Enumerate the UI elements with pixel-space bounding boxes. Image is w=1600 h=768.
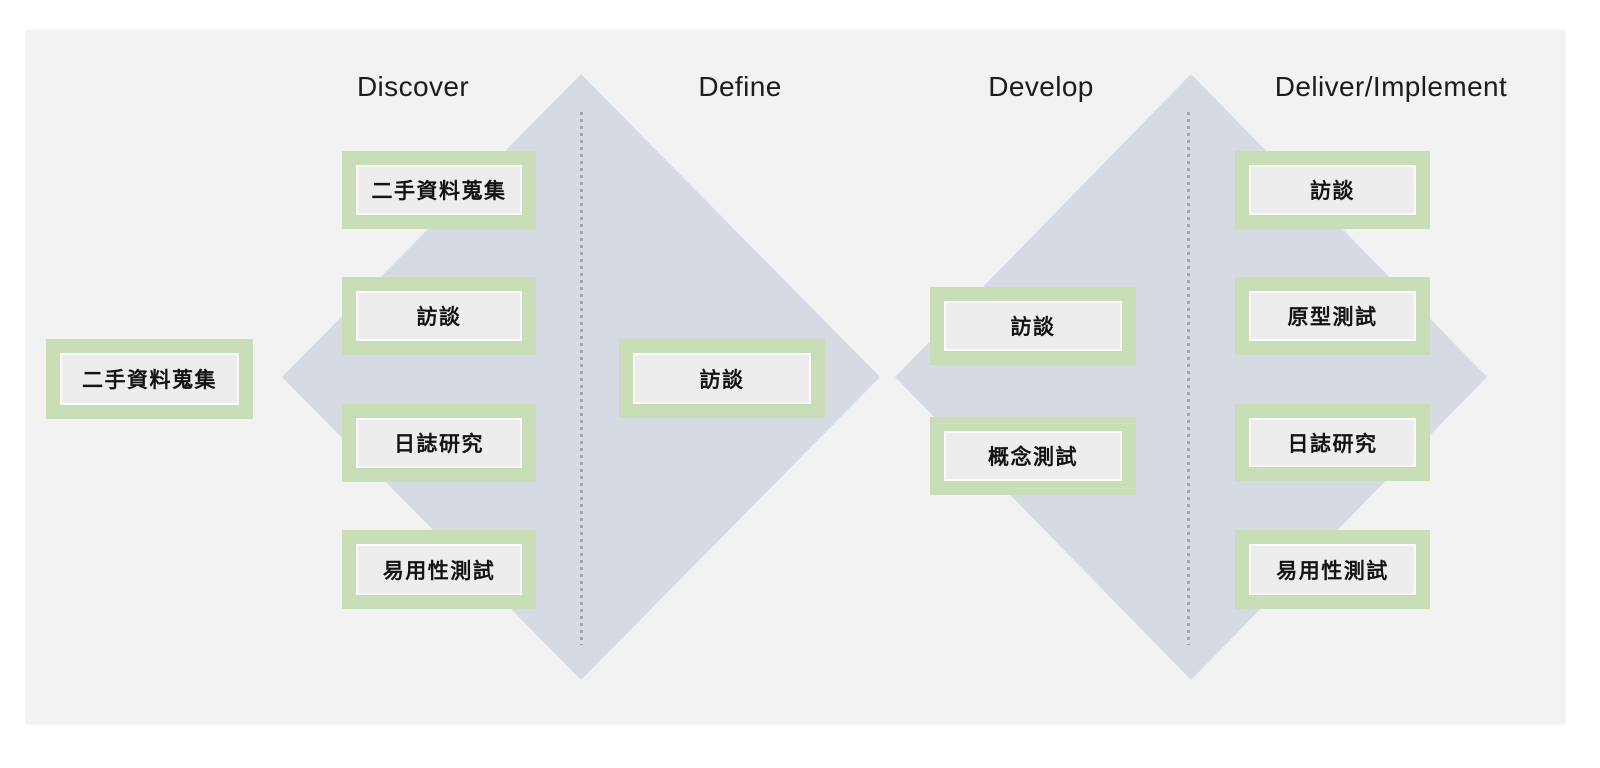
method-label: 日誌研究 [1249,418,1416,467]
method-box-discover-4: 易用性測試 [342,530,536,609]
method-label: 訪談 [944,301,1122,351]
phase-title-deliver: Deliver/Implement [1274,71,1508,102]
method-label: 易用性測試 [356,544,522,595]
method-box-discover-3: 日誌研究 [342,404,536,482]
divider-discover-define [580,112,583,645]
method-box-deliver-1: 訪談 [1235,151,1430,229]
method-label: 訪談 [356,291,522,341]
method-box-deliver-3: 日誌研究 [1235,404,1430,481]
phase-title-discover: Discover [356,71,470,102]
method-label: 訪談 [633,353,811,404]
method-label: 易用性測試 [1249,544,1416,595]
method-label: 訪談 [1249,165,1416,215]
method-box-deliver-2: 原型測試 [1235,277,1430,355]
phase-title-develop: Develop [988,71,1094,102]
method-box-discover-2: 訪談 [342,277,536,355]
method-label: 概念測試 [944,431,1122,481]
divider-develop-deliver [1187,112,1190,645]
method-box-develop-2: 概念測試 [930,417,1136,495]
method-box-develop-1: 訪談 [930,287,1136,365]
method-label: 日誌研究 [356,418,522,468]
method-label: 原型測試 [1249,291,1416,341]
method-box-pre-discover: 二手資料蒐集 [46,339,253,419]
phase-title-define: Define [698,71,782,102]
method-box-define-1: 訪談 [619,339,825,418]
method-label: 二手資料蒐集 [60,353,239,405]
method-box-deliver-4: 易用性測試 [1235,530,1430,609]
method-box-discover-1: 二手資料蒐集 [342,151,536,229]
method-label: 二手資料蒐集 [356,165,522,215]
